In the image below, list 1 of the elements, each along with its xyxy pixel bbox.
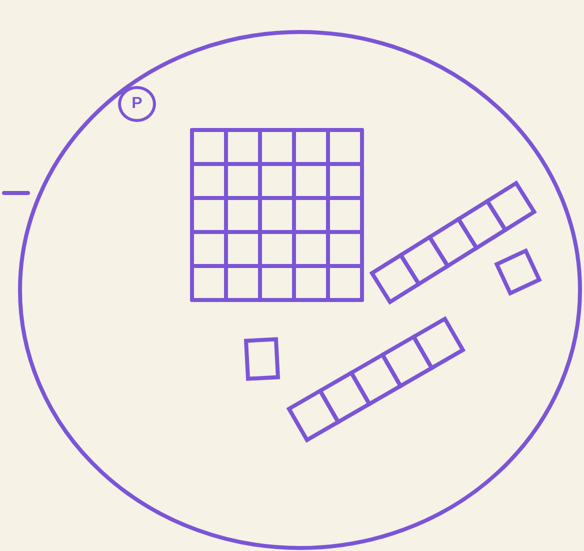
circled-letter: P	[118, 86, 156, 122]
